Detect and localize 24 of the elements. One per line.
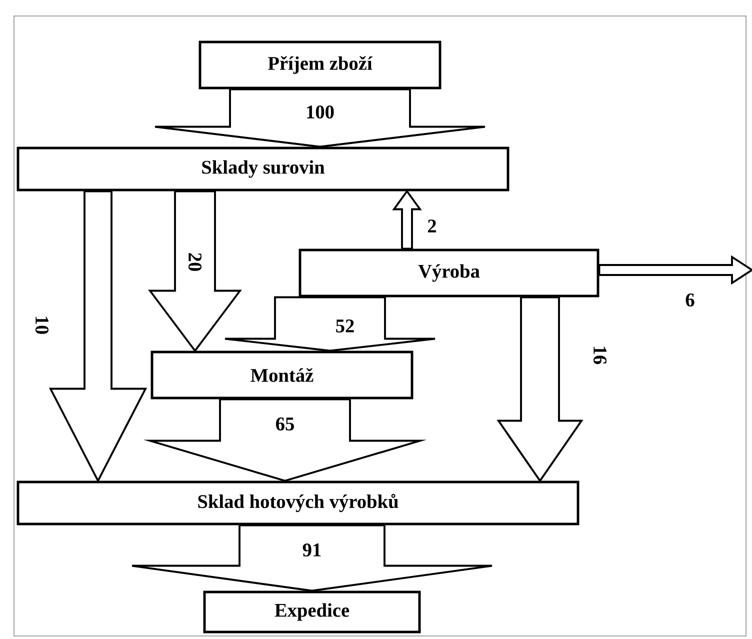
- process-box: Sklady surovin: [16, 146, 510, 192]
- process-box: Výroba: [298, 248, 600, 298]
- flow-value: 16: [594, 346, 606, 364]
- flow-value: 6: [686, 294, 694, 306]
- block-arrow: [148, 190, 242, 352]
- process-box: Sklad hotových výrobků: [16, 480, 580, 526]
- block-arrow: [598, 255, 752, 285]
- process-box: Montáž: [150, 350, 414, 400]
- block-arrow: [48, 190, 148, 483]
- block-arrow: [224, 296, 436, 352]
- flow-value: 91: [302, 544, 321, 556]
- process-box: Expedice: [203, 590, 421, 634]
- block-arrow: [496, 296, 584, 482]
- process-box: Příjem zboží: [198, 40, 442, 90]
- flow-value: 10: [35, 316, 48, 334]
- block-arrow: [131, 524, 493, 592]
- block-arrow: [154, 88, 486, 148]
- flow-value: 52: [336, 320, 354, 332]
- flow-value: 65: [276, 418, 294, 430]
- flow-value: 2: [428, 220, 436, 232]
- block-arrow: [143, 398, 427, 482]
- flow-value: 20: [188, 253, 202, 271]
- block-arrow: [392, 190, 422, 250]
- flow-value: 100: [307, 105, 334, 119]
